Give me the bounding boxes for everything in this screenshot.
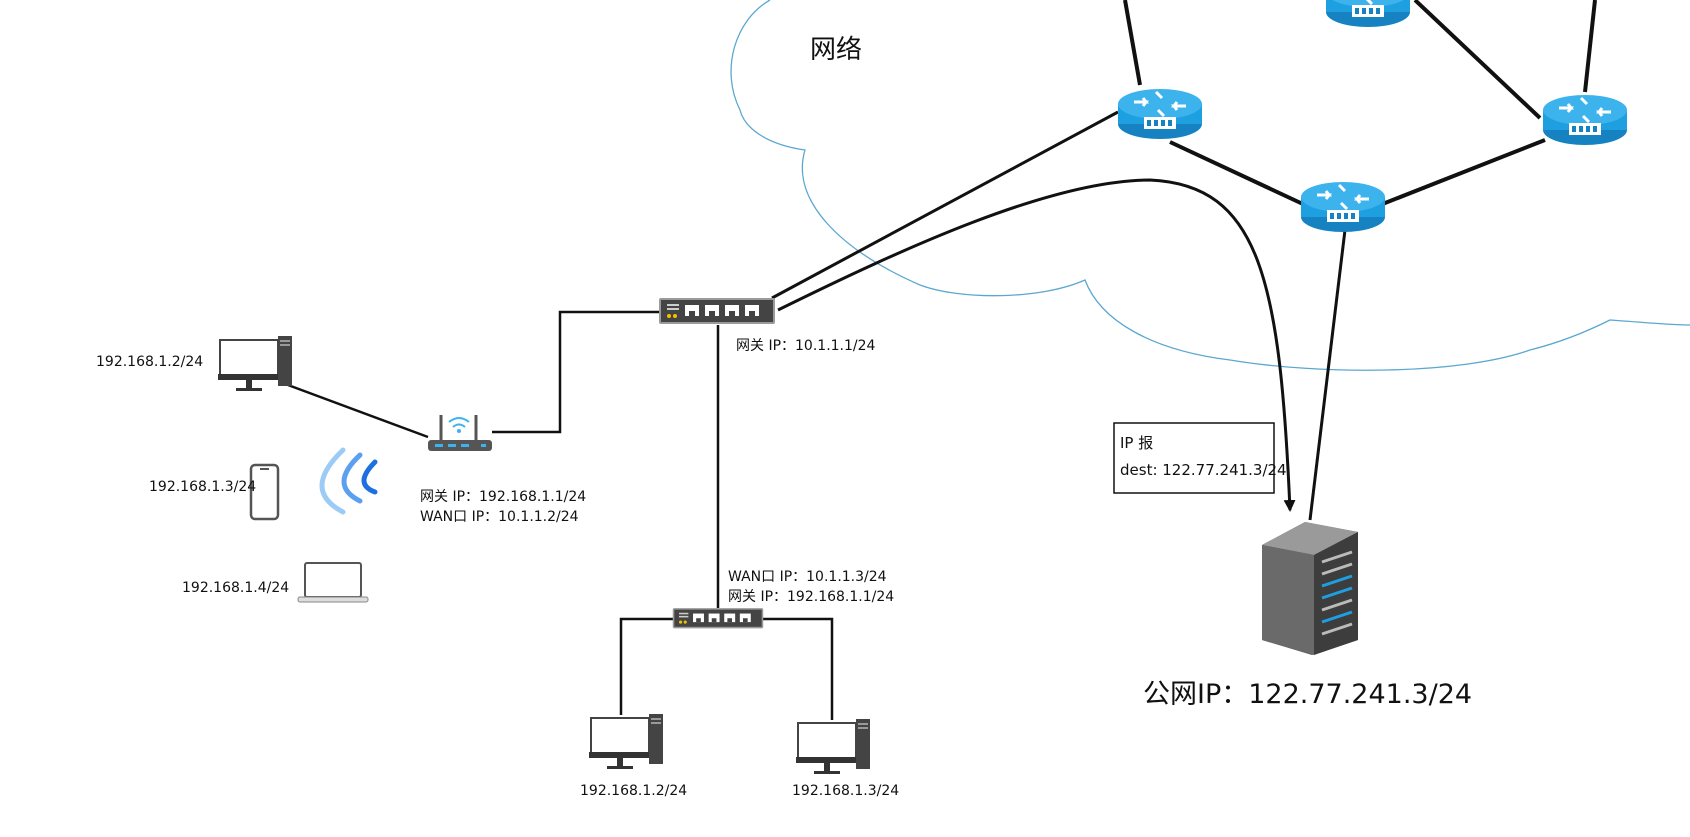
pc-to-wifi-router-link	[287, 383, 429, 439]
switch-to-router-link	[771, 110, 1119, 300]
phone-ip: 192.168.1.3/24	[149, 479, 256, 495]
sub-router-wan-ip: WAN口 IP：10.1.1.3/24	[728, 569, 887, 585]
pc-sub-right-ip: 192.168.1.3/24	[792, 783, 899, 799]
router-icon-right	[1541, 93, 1629, 147]
pc-icon-sub-left	[588, 713, 664, 770]
router-icon-left	[1116, 87, 1204, 141]
packet-dest: dest: 122.77.241.3/24	[1120, 461, 1287, 479]
main-switch-icon	[659, 298, 775, 324]
server-public-ip: 公网IP：122.77.241.3/24	[1143, 679, 1472, 710]
pc-local-ip: 192.168.1.2/24	[96, 354, 203, 370]
packet-route-arrow	[777, 178, 1296, 512]
router-icon-center	[1299, 180, 1387, 234]
sub-router-left-link	[619, 617, 676, 715]
cloud-label: 网络	[810, 35, 862, 65]
wifi-router-wan-ip: WAN口 IP：10.1.1.2/24	[420, 509, 579, 525]
pc-icon-local	[217, 335, 293, 392]
wifi-router-gateway-ip: 网关 IP：192.168.1.1/24	[420, 489, 586, 505]
main-switch-gateway-ip: 网关 IP：10.1.1.1/24	[736, 338, 876, 354]
ip-packet-box: IP 报 dest: 122.77.241.3/24	[1113, 422, 1287, 494]
server-icon	[1262, 522, 1358, 655]
phone-icon	[249, 463, 280, 521]
sub-router-gateway-ip: 网关 IP：192.168.1.1/24	[728, 589, 894, 605]
backbone-links	[1123, 0, 1597, 207]
switch-to-wifi-router-link	[492, 310, 660, 434]
laptop-icon	[297, 562, 369, 603]
router-to-server-link	[1308, 229, 1347, 521]
laptop-ip: 192.168.1.4/24	[182, 580, 289, 596]
pc-sub-left-ip: 192.168.1.2/24	[580, 783, 687, 799]
pc-icon-sub-right	[795, 718, 871, 775]
network-cloud	[730, 0, 1690, 371]
router-icon-top	[1324, 0, 1412, 29]
sub-router-icon	[672, 608, 764, 629]
sub-router-right-link	[760, 617, 834, 720]
wifi-router-icon	[428, 415, 492, 451]
packet-title: IP 报	[1120, 434, 1153, 452]
wifi-signal-icon	[319, 447, 378, 515]
